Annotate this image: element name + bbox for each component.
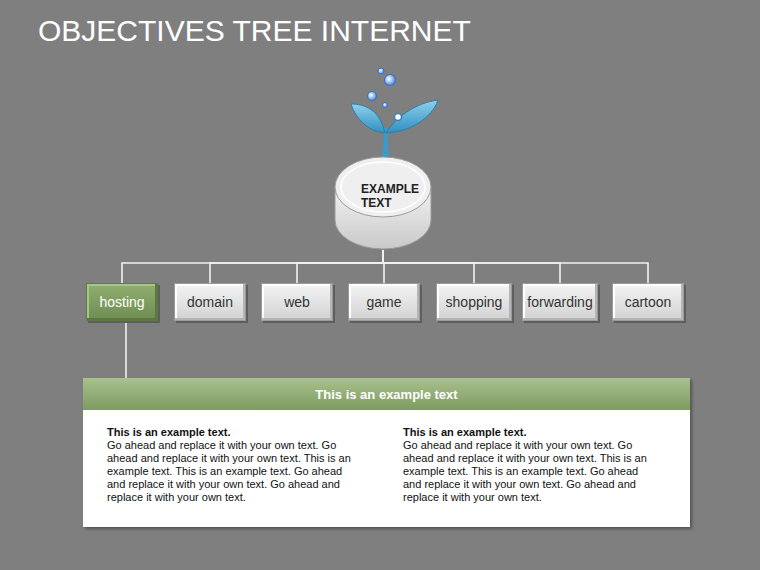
column-heading: This is an example text. <box>107 426 357 439</box>
column-body: Go ahead and replace it with your own te… <box>107 439 357 504</box>
text-column: This is an example text.Go ahead and rep… <box>403 426 653 504</box>
slide-title: OBJECTIVES TREE INTERNET <box>38 14 471 48</box>
box-label: hosting <box>99 294 144 310</box>
box-label: web <box>284 294 310 310</box>
cylinder-node: EXAMPLE TEXT <box>334 150 432 250</box>
tree-connector <box>383 250 474 283</box>
box-label: forwarding <box>527 294 592 310</box>
box-label: domain <box>187 294 233 310</box>
panel-header: This is an example text <box>83 378 690 410</box>
column-body: Go ahead and replace it with your own te… <box>403 439 653 504</box>
category-box: shopping <box>436 283 512 321</box>
tree-connector <box>383 250 648 283</box>
box-label: cartoon <box>625 294 672 310</box>
category-box: forwarding <box>522 283 598 321</box>
tree-connector <box>125 323 127 378</box>
box-label: shopping <box>446 294 503 310</box>
detail-panel: This is an example textThis is an exampl… <box>83 378 690 527</box>
category-box: domain <box>174 283 246 321</box>
category-box: cartoon <box>612 283 684 321</box>
text-column: This is an example text.Go ahead and rep… <box>107 426 357 504</box>
column-heading: This is an example text. <box>403 426 653 439</box>
category-box: game <box>348 283 420 321</box>
tree-connector <box>210 250 383 283</box>
tree-connector <box>383 250 560 283</box>
tree-connector <box>122 250 383 283</box>
box-label: game <box>366 294 401 310</box>
tree-connector <box>297 250 383 283</box>
category-box: hosting <box>86 283 158 321</box>
node-label: EXAMPLE TEXT <box>361 182 421 210</box>
category-box: web <box>261 283 333 321</box>
